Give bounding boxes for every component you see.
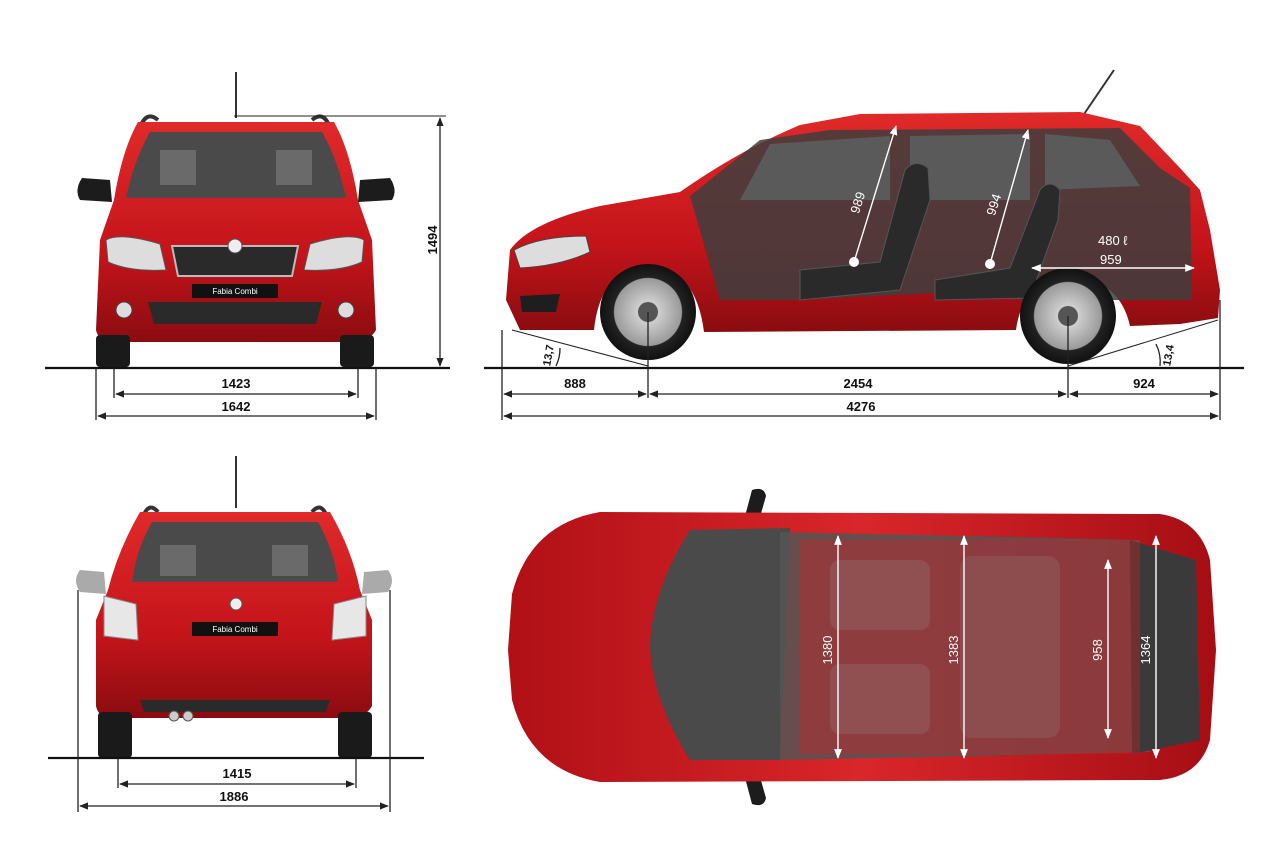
top-front-seat-left [830,560,930,630]
rear-brand-logo-icon [229,597,243,611]
front-left-tyre [96,335,130,367]
exhaust-pipe-left [168,710,180,722]
quarter-window [1045,134,1140,190]
rear-headroom-value: 994 [983,192,1004,217]
approach-angle-arc [555,347,561,367]
front-seats [160,150,312,185]
front-windshield [126,132,346,198]
rear-left-tyre [98,712,132,758]
rear-license-plate [192,622,278,636]
front-view: Fabia Combi 1494 1423 1642 [45,72,450,420]
rear-overhang-value: 924 [1133,376,1155,391]
front-headroom-arrow [853,125,898,263]
rear-right-tyre [338,712,372,758]
departure-angle-value: 13,4 [1161,343,1177,367]
approach-angle-value: 13,7 [541,344,557,367]
side-antenna [1079,69,1115,121]
top-cabin-highlight [800,540,1140,754]
front-overhang-value: 888 [564,376,586,391]
departure-angle-arc [1155,343,1161,367]
width-with-mirrors-value: 1886 [220,789,249,804]
front-track-value: 1423 [222,376,251,391]
wheelbase-value: 2454 [844,376,874,391]
side-front-intake [520,294,560,312]
right-headlight [303,236,365,271]
top-windshield [650,528,790,760]
rear-seat [934,183,1061,301]
front-elbow-value: 1380 [820,636,835,665]
front-grille [170,245,300,277]
front-seat [799,163,931,301]
top-view: 1380 1383 958 1364 [508,488,1216,806]
front-license-plate [192,284,278,298]
rear-headroom-arrow [989,129,1030,265]
front-plate-text: Fabia Combi [212,287,258,296]
front-side-window [740,136,890,200]
front-height-value: 1494 [425,225,440,255]
rear-headrests [160,545,308,576]
side-headlight [513,235,591,269]
length-value: 4276 [847,399,876,414]
rear-view: Fabia Combi 1415 1886 [48,456,424,812]
rear-plate-text: Fabia Combi [212,625,258,634]
side-view: 989 994 480 ℓ 959 13,7 13,4 888 2454 924… [484,69,1244,420]
front-width-value: 1642 [222,399,251,414]
brand-logo-icon [227,238,243,254]
right-tail-light [331,595,367,641]
front-lower-intake [148,302,322,324]
top-rear-bench [960,556,1060,738]
boot-width-value: 958 [1090,639,1105,661]
rear-track-value: 1415 [223,766,252,781]
exhaust-pipe-right [182,710,194,722]
right-fog-light [337,301,355,319]
rear-elbow-value: 1383 [946,636,961,665]
rear-left-mirror [76,570,106,594]
rear-right-mirror [362,570,392,594]
boot-length-value: 959 [1100,252,1122,267]
left-fog-light [115,301,133,319]
right-mirror [358,178,395,202]
front-headroom-value: 989 [847,190,868,215]
left-tail-light [103,595,139,641]
top-front-seat-right [830,664,930,734]
boot-volume-value: 480 ℓ [1098,233,1128,248]
boot-width-max-value: 1364 [1138,636,1153,665]
rear-side-window [910,134,1030,200]
front-right-tyre [340,335,374,367]
left-headlight [105,236,167,271]
top-rear-window [1130,540,1200,754]
left-mirror [77,178,112,202]
rear-diffuser [140,700,330,712]
